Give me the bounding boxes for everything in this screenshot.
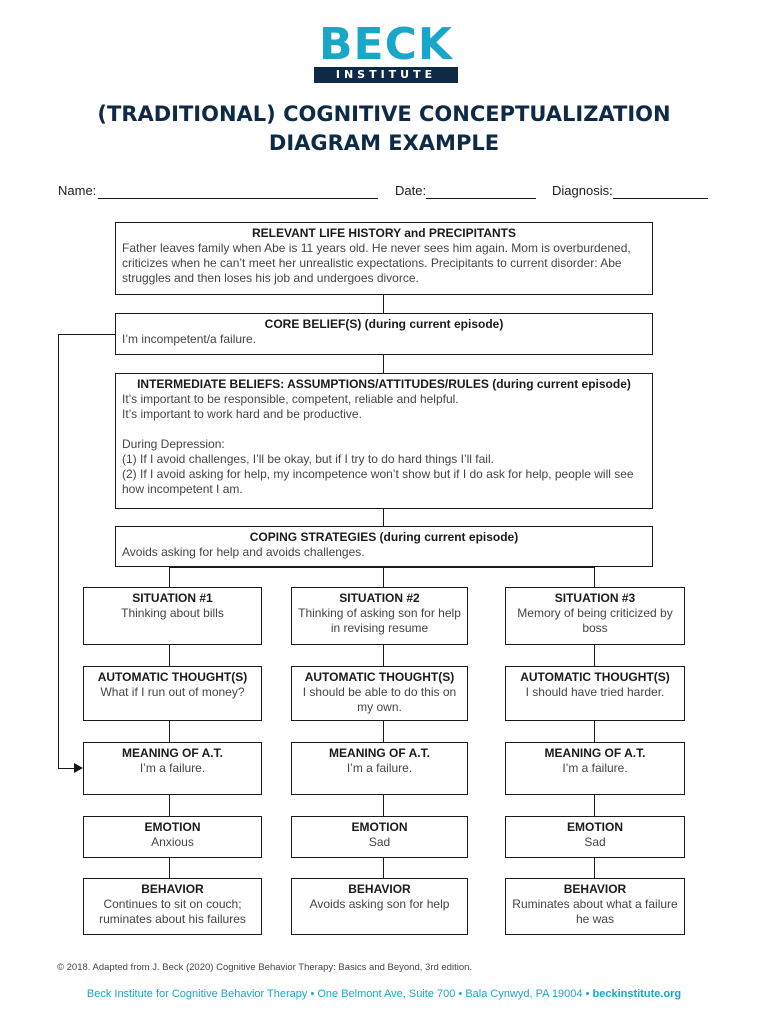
intermediate-beliefs-heading: INTERMEDIATE BELIEFS: ASSUMPTIONS/ATTITU… xyxy=(137,377,631,391)
situation-1-heading: SITUATION #1 xyxy=(132,591,213,605)
connector-line xyxy=(169,645,170,666)
connector-line xyxy=(383,645,384,666)
thought-3-box: AUTOMATIC THOUGHT(S) I should have tried… xyxy=(505,666,685,721)
behavior-1-text: Continues to sit on couch; ruminates abo… xyxy=(99,897,246,926)
emotion-3-box: EMOTION Sad xyxy=(505,816,685,858)
connector-line xyxy=(594,567,595,587)
date-label: Date: xyxy=(395,183,427,198)
meaning-3-text: I’m a failure. xyxy=(562,761,628,775)
coping-strategies-box: COPING STRATEGIES (during current episod… xyxy=(115,526,653,567)
diagnosis-label: Diagnosis: xyxy=(552,183,613,198)
feedback-arrow-line xyxy=(58,334,59,768)
connector-line xyxy=(594,858,595,878)
connector-line xyxy=(383,355,384,373)
page-title-line2: DIAGRAM EXAMPLE xyxy=(268,131,500,155)
emotion-1-text: Anxious xyxy=(151,835,194,849)
thought-3-heading: AUTOMATIC THOUGHT(S) xyxy=(520,670,670,684)
life-history-text: Father leaves family when Abe is 11 year… xyxy=(122,241,631,285)
connector-line xyxy=(383,721,384,742)
core-beliefs-heading: CORE BELIEF(S) (during current episode) xyxy=(264,317,504,331)
feedback-arrow-line xyxy=(58,768,78,769)
intermediate-beliefs-box: INTERMEDIATE BELIEFS: ASSUMPTIONS/ATTITU… xyxy=(115,373,653,509)
core-beliefs-text: I’m incompetent/a failure. xyxy=(122,332,257,346)
thought-1-heading: AUTOMATIC THOUGHT(S) xyxy=(97,670,248,684)
thought-1-box: AUTOMATIC THOUGHT(S) What if I run out o… xyxy=(83,666,262,721)
emotion-1-heading: EMOTION xyxy=(144,820,201,834)
intermediate-beliefs-text: It’s important to be responsible, compet… xyxy=(122,392,634,496)
coping-strategies-text: Avoids asking for help and avoids challe… xyxy=(122,545,365,559)
situation-2-text: Thinking of asking son for help in revis… xyxy=(298,606,461,635)
behavior-3-heading: BEHAVIOR xyxy=(563,882,627,896)
situation-1-box: SITUATION #1 Thinking about bills xyxy=(83,587,262,645)
thought-2-text: I should be able to do this on my own. xyxy=(302,685,457,714)
logo-wordmark: BECK xyxy=(319,19,453,70)
connector-line xyxy=(169,567,170,587)
life-history-heading: RELEVANT LIFE HISTORY and PRECIPITANTS xyxy=(251,226,517,240)
meaning-2-text: I’m a failure. xyxy=(346,761,413,775)
page-title-line1: (TRADITIONAL) COGNITIVE CONCEPTUALIZATIO… xyxy=(97,102,671,126)
behavior-1-heading: BEHAVIOR xyxy=(141,882,204,896)
meaning-3-heading: MEANING OF A.T. xyxy=(544,746,646,760)
connector-line xyxy=(169,795,170,816)
diagnosis-field-line[interactable] xyxy=(613,198,708,199)
core-beliefs-box: CORE BELIEF(S) (during current episode) … xyxy=(115,313,653,355)
date-field-line[interactable] xyxy=(426,198,536,199)
connector-line xyxy=(383,567,384,587)
connector-line xyxy=(169,721,170,742)
connector-line xyxy=(169,858,170,878)
emotion-2-box: EMOTION Sad xyxy=(291,816,468,858)
footer-website-link[interactable]: beckinstitute.org xyxy=(592,988,682,1000)
feedback-arrow-line xyxy=(58,334,115,335)
situation-2-heading: SITUATION #2 xyxy=(339,591,420,605)
connector-line xyxy=(594,721,595,742)
behavior-3-box: BEHAVIOR Ruminates about what a failure … xyxy=(505,878,685,935)
situation-1-text: Thinking about bills xyxy=(121,606,224,620)
connector-line xyxy=(169,567,594,568)
thought-2-box: AUTOMATIC THOUGHT(S) I should be able to… xyxy=(291,666,468,721)
situation-3-text: Memory of being criticized by boss xyxy=(517,606,673,635)
behavior-2-heading: BEHAVIOR xyxy=(348,882,411,896)
logo-subtitle: INSTITUTE xyxy=(314,67,458,83)
coping-strategies-heading: COPING STRATEGIES (during current episod… xyxy=(249,530,519,544)
meaning-2-box: MEANING OF A.T. I’m a failure. xyxy=(291,742,468,795)
connector-line xyxy=(383,509,384,526)
behavior-2-box: BEHAVIOR Avoids asking son for help xyxy=(291,878,468,935)
connector-line xyxy=(594,795,595,816)
footer-address-text: Beck Institute for Cognitive Behavior Th… xyxy=(86,988,593,1000)
emotion-3-text: Sad xyxy=(584,835,606,849)
emotion-2-heading: EMOTION xyxy=(351,820,408,834)
footer-address: Beck Institute for Cognitive Behavior Th… xyxy=(0,988,768,1000)
emotion-2-text: Sad xyxy=(368,835,391,849)
arrow-head-icon xyxy=(74,763,83,773)
meaning-3-box: MEANING OF A.T. I’m a failure. xyxy=(505,742,685,795)
behavior-1-box: BEHAVIOR Continues to sit on couch; rumi… xyxy=(83,878,262,935)
meaning-2-heading: MEANING OF A.T. xyxy=(329,746,430,760)
thought-1-text: What if I run out of money? xyxy=(100,685,245,699)
meaning-1-box: MEANING OF A.T. I’m a failure. xyxy=(83,742,262,795)
behavior-2-text: Avoids asking son for help xyxy=(309,897,450,911)
situation-3-heading: SITUATION #3 xyxy=(554,591,636,605)
behavior-3-text: Ruminates about what a failure he was xyxy=(512,897,678,926)
life-history-box: RELEVANT LIFE HISTORY and PRECIPITANTS F… xyxy=(115,222,653,295)
connector-line xyxy=(594,645,595,666)
emotion-1-box: EMOTION Anxious xyxy=(83,816,262,858)
thought-3-text: I should have tried harder. xyxy=(525,685,665,699)
thought-2-heading: AUTOMATIC THOUGHT(S) xyxy=(304,670,455,684)
emotion-3-heading: EMOTION xyxy=(567,820,623,834)
situation-3-box: SITUATION #3 Memory of being criticized … xyxy=(505,587,685,645)
connector-line xyxy=(383,858,384,878)
meaning-1-heading: MEANING OF A.T. xyxy=(122,746,223,760)
copyright-note: © 2018. Adapted from J. Beck (2020) Cogn… xyxy=(57,962,473,973)
connector-line xyxy=(383,295,384,313)
connector-line xyxy=(383,795,384,816)
situation-2-box: SITUATION #2 Thinking of asking son for … xyxy=(291,587,468,645)
name-label: Name: xyxy=(58,183,97,198)
name-field-line[interactable] xyxy=(98,198,378,199)
meaning-1-text: I’m a failure. xyxy=(139,761,206,775)
